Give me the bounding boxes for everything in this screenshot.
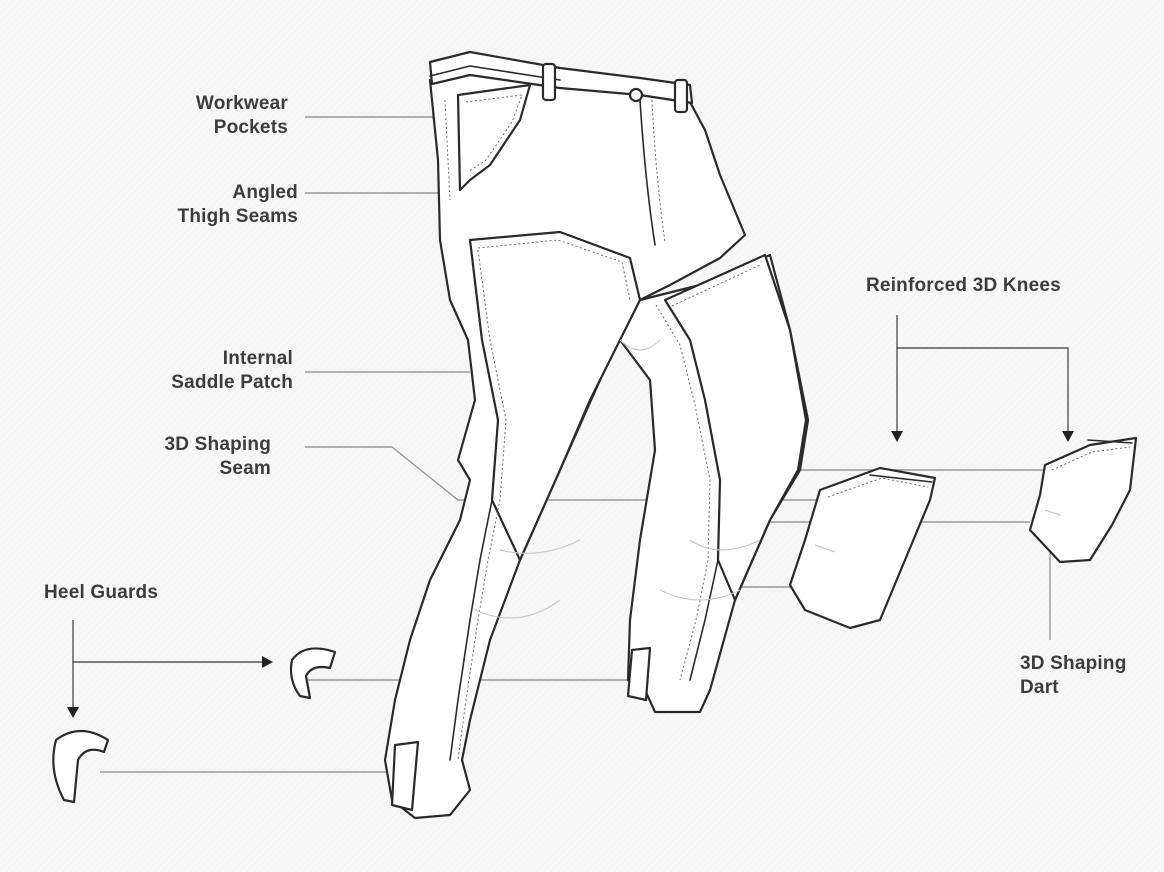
label-line: 3D Shaping (164, 434, 271, 455)
label-line: Angled (232, 182, 298, 203)
arrow-heel-large (67, 707, 79, 718)
label-angled-thigh-seams: Angled Thigh Seams (140, 181, 298, 229)
label-line: Pockets (213, 117, 288, 138)
label-heel-guards: Heel Guards (44, 582, 159, 603)
label-line: Thigh Seams (177, 206, 298, 227)
label-reinforced-3d-knees: Reinforced 3D Knees (866, 275, 1061, 296)
label-internal-saddle-patch: Internal Saddle Patch (130, 347, 293, 395)
label-line: 3D Shaping (1020, 653, 1127, 674)
label-line: Internal (222, 348, 293, 369)
arrow-heel-small (262, 656, 273, 668)
arrows (67, 315, 1074, 718)
knee-pad-left (788, 466, 937, 630)
belt-loop (541, 62, 557, 102)
label-3d-shaping-seam: 3D Shaping Seam (130, 433, 271, 481)
label-line: Dart (1020, 677, 1059, 698)
front-pocket (456, 83, 532, 192)
label-line: Workwear (195, 93, 288, 114)
belt-loop (673, 78, 689, 114)
waist-button (628, 87, 644, 103)
waistband (428, 50, 694, 105)
arrow-knee-right (1062, 431, 1074, 442)
heel-guard-large (52, 729, 110, 804)
label-workwear-pockets: Workwear Pockets (150, 92, 288, 140)
heel-guard-small (289, 647, 337, 700)
knee-pad-right (1028, 436, 1138, 564)
heel-guard-attached (626, 646, 652, 702)
arrow-knee-left (891, 431, 903, 442)
label-3d-shaping-dart: 3D Shaping Dart (1020, 652, 1127, 700)
label-line: Saddle Patch (171, 372, 293, 393)
label-line: Seam (219, 458, 271, 479)
heel-guard-attached (390, 740, 420, 812)
pants-illustration (383, 50, 810, 820)
heel-guards-exploded (52, 647, 337, 804)
knee-pads (788, 436, 1138, 630)
